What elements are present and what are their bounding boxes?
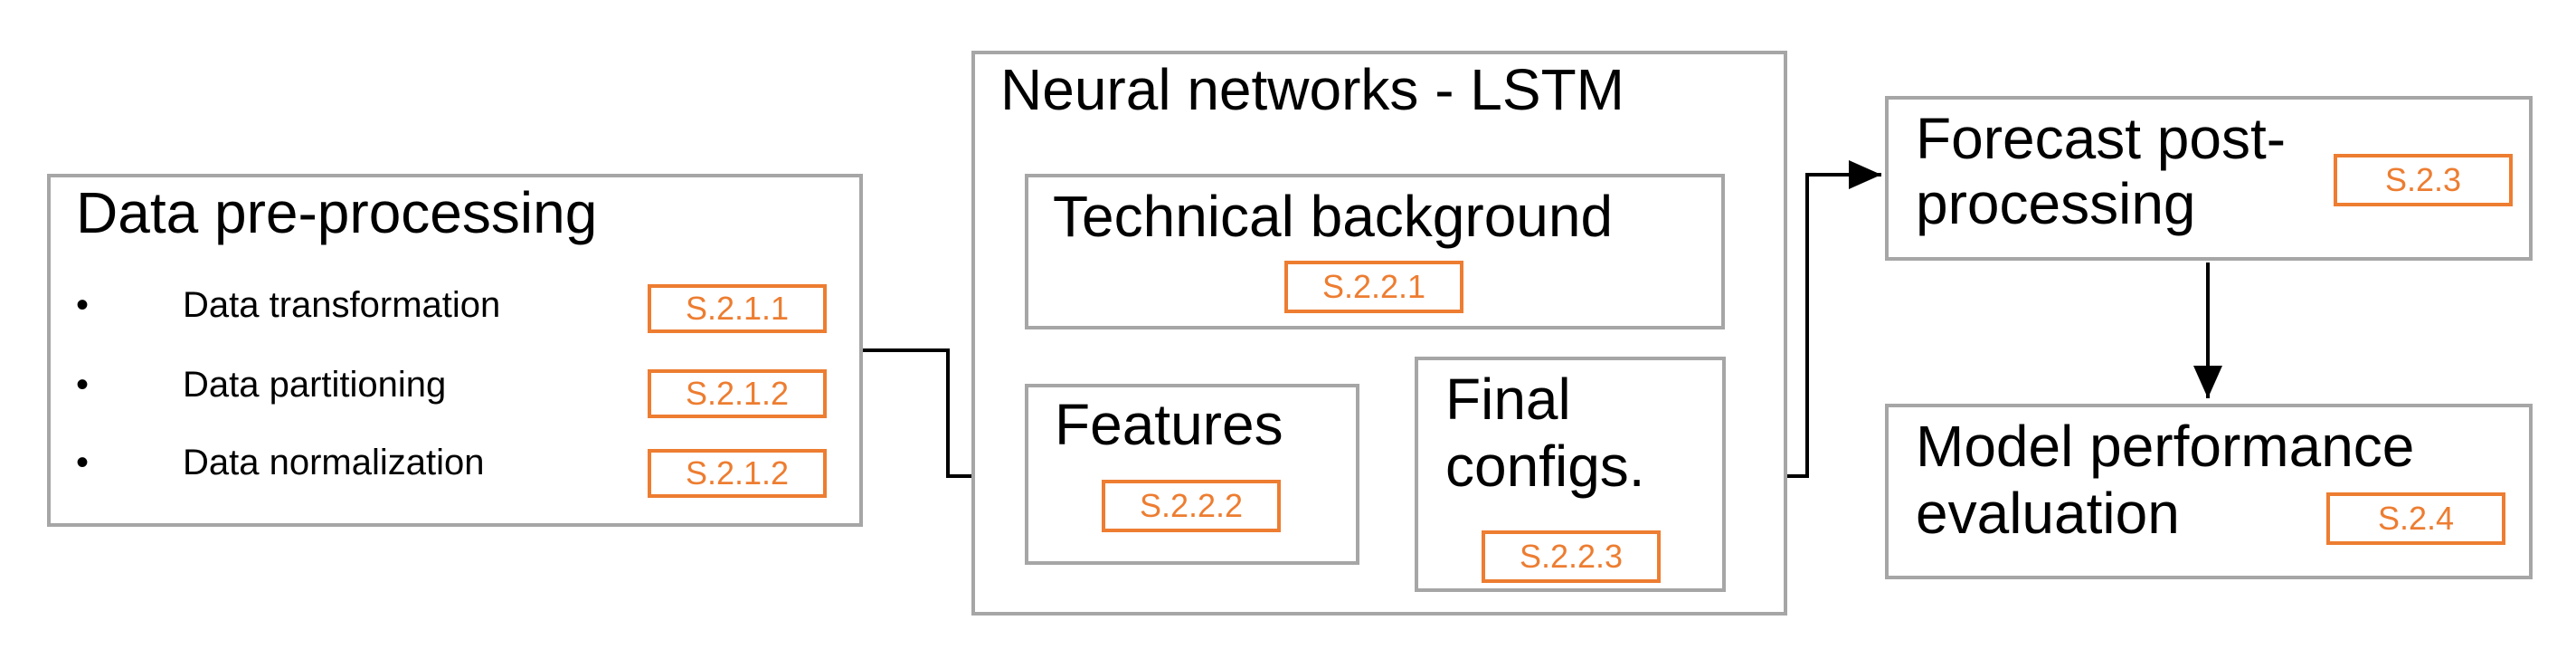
ref-tag: S.2.1.2 [648, 449, 827, 498]
evaluation-box [1885, 404, 2533, 579]
ref-tag: S.2.3 [2334, 154, 2513, 206]
bullet: • [76, 285, 90, 325]
features-box [1025, 384, 1359, 565]
item-data-normalization: Data normalization [183, 443, 485, 482]
bullet: • [76, 365, 90, 405]
technical-background-label: Technical background [1053, 184, 1614, 249]
final-configs-line2: configs. [1445, 434, 1645, 499]
evaluation-line1: Model performance [1916, 414, 2415, 479]
neural-networks-title: Neural networks - LSTM [1000, 57, 1624, 122]
bullet: • [76, 443, 90, 482]
item-data-partitioning: Data partitioning [183, 365, 447, 405]
preprocessing-title: Data pre-processing [76, 180, 598, 245]
ref-tag: S.2.1.2 [648, 369, 827, 418]
item-data-transformation: Data transformation [183, 285, 501, 325]
evaluation-line2: evaluation [1916, 481, 2180, 546]
postprocessing-line2: processing [1916, 171, 2196, 236]
ref-tag: S.2.2.2 [1102, 480, 1281, 532]
ref-tag: S.2.2.3 [1482, 530, 1661, 583]
ref-tag: S.2.4 [2326, 492, 2505, 545]
features-label: Features [1055, 392, 1283, 457]
ref-tag: S.2.2.1 [1284, 261, 1463, 313]
ref-tag: S.2.1.1 [648, 284, 827, 333]
postprocessing-line1: Forecast post- [1916, 106, 2287, 171]
final-configs-line1: Final [1445, 367, 1571, 432]
